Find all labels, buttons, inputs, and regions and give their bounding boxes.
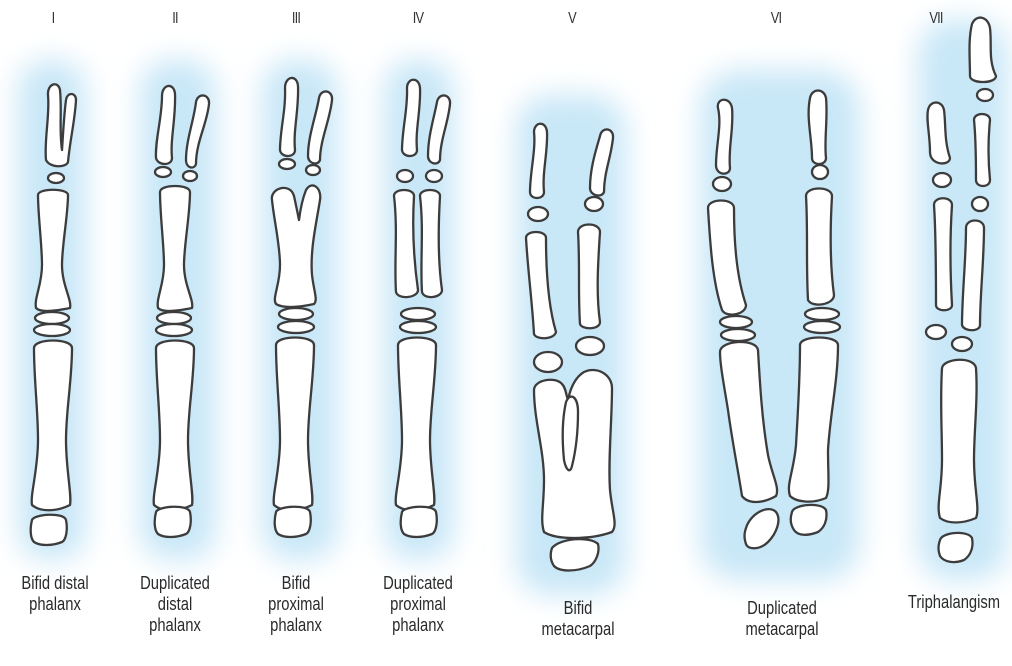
sesamoid-left <box>397 170 413 182</box>
sesamoid-upper <box>977 89 993 101</box>
type-numeral-4: IV <box>394 10 442 28</box>
proximal-phalanx <box>154 341 194 511</box>
middle-phalanx-left <box>394 190 418 297</box>
metacarpal-head <box>31 515 67 545</box>
metacarpal-head <box>401 507 437 537</box>
pip-joint-disc <box>401 308 435 320</box>
middle-phalanx-right <box>420 190 442 297</box>
type-numeral-1: I <box>29 10 77 28</box>
middle-phalanx-short <box>934 198 952 310</box>
type-numeral-3: III <box>272 10 320 28</box>
joint-disc-left-2 <box>721 329 755 341</box>
type-caption-3: Bifid proximal phalanx <box>243 573 350 636</box>
pip-joint-disc-2 <box>278 321 314 333</box>
sesamoid-left <box>933 173 951 187</box>
pip-joint-disc-2 <box>34 324 70 336</box>
metacarpal-head <box>275 507 311 537</box>
pip-joint-disc-2 <box>156 324 192 336</box>
pip-joint-disc-2 <box>400 321 436 333</box>
sesamoid-mid <box>972 197 988 211</box>
type-caption-1: Bifid distal phalanx <box>2 573 109 615</box>
joint-disc-left <box>534 352 562 372</box>
joint-disc-left <box>926 325 946 339</box>
sesamoid-right <box>585 197 603 211</box>
proximal-phalanx <box>32 341 72 511</box>
sesamoid-left <box>155 167 171 177</box>
sesamoid-right <box>426 170 442 182</box>
type-caption-4: Duplicated proximal phalanx <box>365 573 472 636</box>
type-caption-7: Triphalangism <box>897 592 1012 613</box>
type-caption-6: Duplicated metacarpal <box>729 598 836 640</box>
sesamoid-left <box>528 207 548 221</box>
type-numeral-2: II <box>151 10 199 28</box>
middle-phalanx-tall <box>974 114 990 186</box>
carpal-head <box>551 539 599 570</box>
joint-disc-right <box>952 337 972 351</box>
type-numeral-6: VI <box>752 10 800 28</box>
type-numeral-7: VII <box>912 10 960 28</box>
sesamoid-left <box>713 177 731 191</box>
type-caption-5: Bifid metacarpal <box>525 598 632 640</box>
proximal-phalanx <box>396 338 436 511</box>
sesamoid-right <box>812 165 828 179</box>
type-numeral-5: V <box>548 10 596 28</box>
pip-joint-disc <box>157 312 191 324</box>
sesamoid-left <box>279 159 295 169</box>
bifid-proximal-upper <box>272 185 320 307</box>
type-caption-2: Duplicated distal phalanx <box>122 573 229 636</box>
joint-disc-left-1 <box>720 316 752 328</box>
sesamoid-right <box>183 171 197 181</box>
metacarpal-head <box>155 507 191 537</box>
joint-disc-right-1 <box>805 308 839 320</box>
metacarpal-head <box>939 533 973 562</box>
proximal-phalanx <box>274 338 314 511</box>
proximal-phalanx <box>939 360 978 523</box>
middle-phalanx-right <box>578 225 600 329</box>
pip-joint-disc <box>35 312 69 324</box>
carpal-head-right <box>791 505 827 535</box>
joint-disc-right-2 <box>804 321 840 333</box>
pip-joint-disc <box>279 308 313 320</box>
sesamoid-dip <box>48 173 64 183</box>
joint-disc-right <box>576 337 604 355</box>
distal-phalanx-right <box>809 91 827 165</box>
extra-phalanx <box>962 221 984 331</box>
middle-phalanx-right <box>806 189 834 305</box>
distal-phalanx-left <box>716 100 732 174</box>
sesamoid-right <box>306 165 320 175</box>
